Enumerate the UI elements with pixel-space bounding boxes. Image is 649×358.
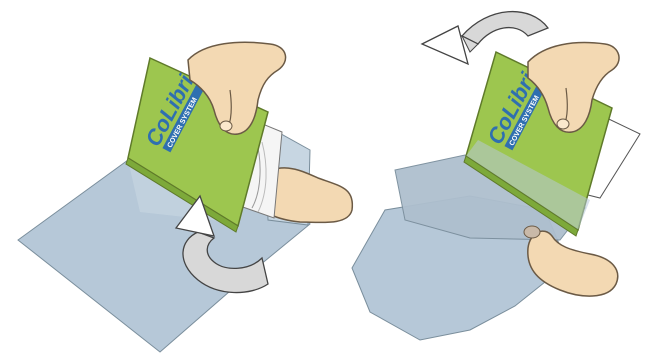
- step-1: CoLibri COVER SYSTEM: [18, 42, 352, 352]
- step-2: CoLibri COVER SYSTEM: [352, 12, 640, 340]
- curved-arrow-over-icon: [422, 12, 548, 64]
